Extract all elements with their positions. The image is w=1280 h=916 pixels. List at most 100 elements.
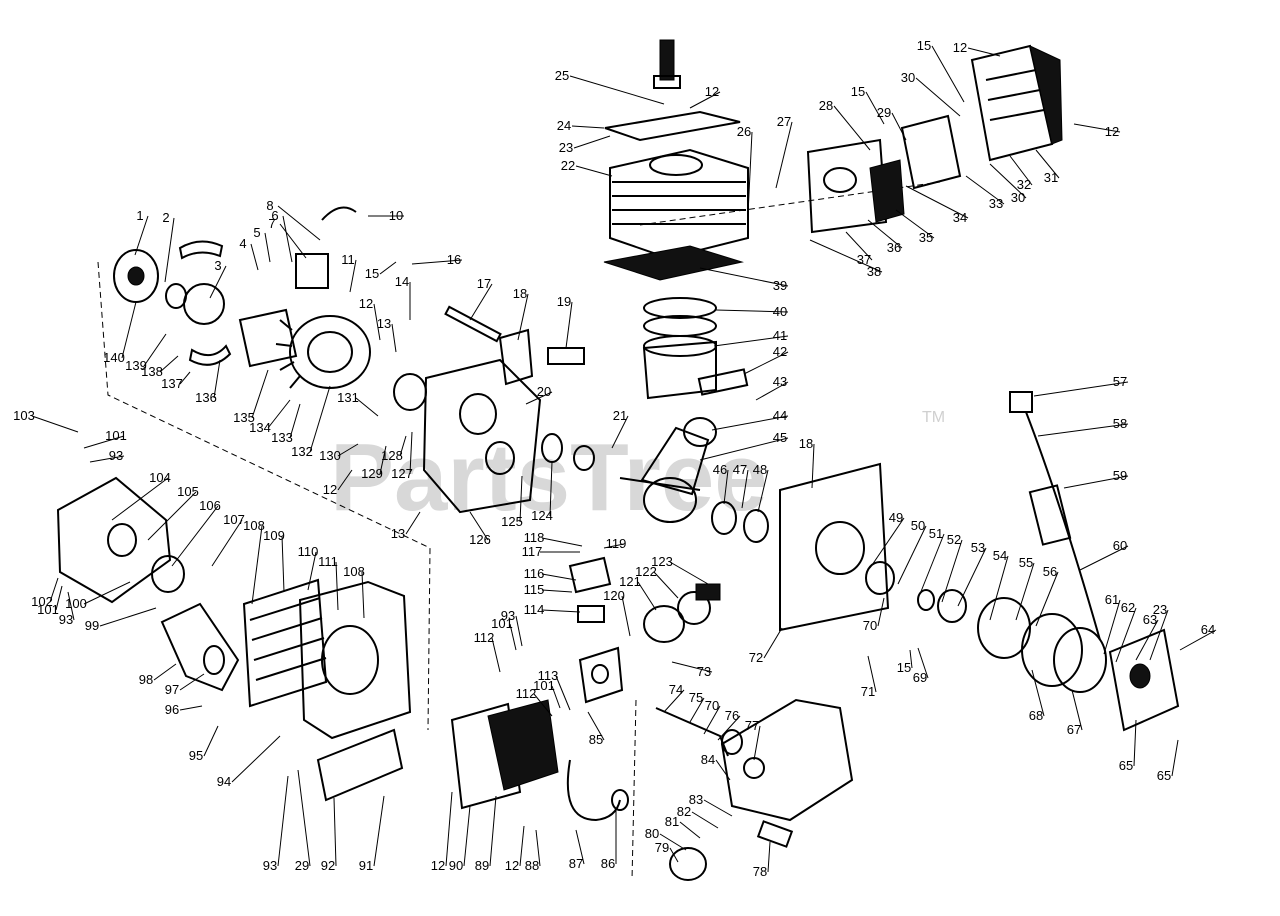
leader-line-40 — [715, 309, 789, 313]
gasket-part — [577, 605, 605, 623]
callout-33: 33 — [989, 196, 1003, 211]
callout-50: 50 — [911, 518, 925, 533]
leader-line-34 — [905, 185, 969, 219]
leader-line-52 — [941, 539, 963, 603]
callout-130: 130 — [319, 448, 341, 463]
base-cover-part — [316, 728, 404, 802]
leader-line-100 — [83, 581, 131, 605]
leader-line-45 — [699, 437, 789, 461]
leader-line-15 — [909, 649, 913, 669]
washer-part — [917, 589, 935, 611]
leader-line-112 — [491, 637, 501, 673]
callout-133: 133 — [271, 430, 293, 445]
leader-line-128 — [399, 435, 407, 457]
leader-line-77 — [753, 725, 761, 761]
fan-cover-part — [56, 476, 172, 604]
reed-valve-part — [568, 556, 612, 594]
leader-line-101 — [509, 623, 517, 651]
callout-49: 49 — [889, 510, 903, 525]
leader-line-11 — [349, 259, 357, 293]
leader-line-65 — [1171, 739, 1179, 777]
leader-line-90 — [463, 805, 471, 867]
clutch-shoe-part — [188, 344, 232, 366]
callout-100: 100 — [65, 596, 87, 611]
leader-line-18 — [517, 293, 529, 341]
callout-58: 58 — [1113, 416, 1127, 431]
spark-plug-part — [653, 39, 681, 89]
leader-line-48 — [757, 469, 769, 513]
leader-line-94 — [231, 735, 281, 783]
leader-line-12 — [445, 791, 453, 867]
callout-75: 75 — [689, 690, 703, 705]
leader-line-73 — [671, 661, 713, 673]
callout-22: 22 — [561, 158, 575, 173]
leader-line-105 — [147, 491, 197, 541]
leader-line-30 — [989, 163, 1027, 199]
leader-line-39 — [699, 267, 789, 287]
callout-76: 76 — [725, 708, 739, 723]
leader-line-8 — [277, 205, 321, 241]
leader-line-81 — [679, 821, 701, 839]
leader-line-85 — [587, 711, 605, 741]
leader-line-120 — [621, 595, 631, 637]
leader-line-12 — [967, 47, 1001, 57]
starter-pulley-part — [977, 597, 1031, 659]
leader-line-12 — [1073, 123, 1121, 133]
leader-line-22 — [575, 165, 613, 177]
leader-line-110 — [307, 551, 317, 591]
callout-12: 12 — [323, 482, 337, 497]
leader-line-62 — [1115, 607, 1137, 663]
callout-31: 31 — [1044, 170, 1058, 185]
leader-line-70 — [877, 597, 885, 627]
crankcase-part — [422, 358, 542, 514]
leader-line-75 — [689, 697, 705, 723]
callout-125: 125 — [501, 514, 523, 529]
callout-86: 86 — [601, 856, 615, 871]
leader-line-26 — [747, 131, 753, 215]
leader-line-20 — [525, 391, 553, 405]
leader-line-15 — [931, 45, 965, 103]
callout-112: 112 — [516, 686, 537, 701]
callout-65: 65 — [1157, 768, 1171, 783]
leader-line-51 — [919, 533, 945, 595]
leader-line-43 — [755, 381, 789, 401]
callout-13: 13 — [391, 526, 405, 541]
callout-136: 136 — [195, 390, 217, 405]
leader-line-24 — [571, 125, 605, 129]
base-gasket-part — [603, 245, 744, 281]
callout-134: 134 — [249, 420, 271, 435]
callout-12: 12 — [505, 858, 519, 873]
callout-101: 101 — [105, 428, 127, 443]
bar-part — [547, 347, 585, 365]
callout-32: 32 — [1017, 177, 1031, 192]
leader-line-96 — [179, 705, 203, 711]
assembly-boundary-left — [97, 261, 431, 731]
callout-45: 45 — [773, 430, 787, 445]
callout-120: 120 — [603, 588, 625, 603]
leader-line-42 — [743, 351, 789, 375]
callout-137: 137 — [161, 376, 183, 391]
callout-4: 4 — [239, 236, 246, 251]
callout-116: 116 — [524, 566, 545, 581]
callout-127: 127 — [391, 466, 413, 481]
leader-line-84 — [715, 759, 731, 781]
clutch-drum-part — [113, 249, 159, 303]
leader-line-6 — [282, 215, 293, 263]
leader-line-63 — [1135, 619, 1159, 661]
callout-90: 90 — [449, 858, 463, 873]
leader-line-29 — [891, 112, 907, 141]
fuel-filter-part — [611, 789, 629, 811]
leader-line-27 — [775, 121, 793, 189]
leader-line-124 — [549, 461, 553, 517]
callout-44: 44 — [773, 408, 787, 423]
ignition-module-part — [295, 206, 357, 289]
callout-26: 26 — [737, 124, 751, 139]
callout-101: 101 — [491, 616, 513, 631]
leader-line-23 — [1149, 609, 1169, 661]
callout-70: 70 — [863, 618, 877, 633]
cylinder-part — [609, 148, 749, 260]
callout-12: 12 — [359, 296, 373, 311]
callout-48: 48 — [753, 462, 767, 477]
muffler-cover-plate-part — [900, 114, 962, 190]
callout-106: 106 — [199, 498, 221, 513]
